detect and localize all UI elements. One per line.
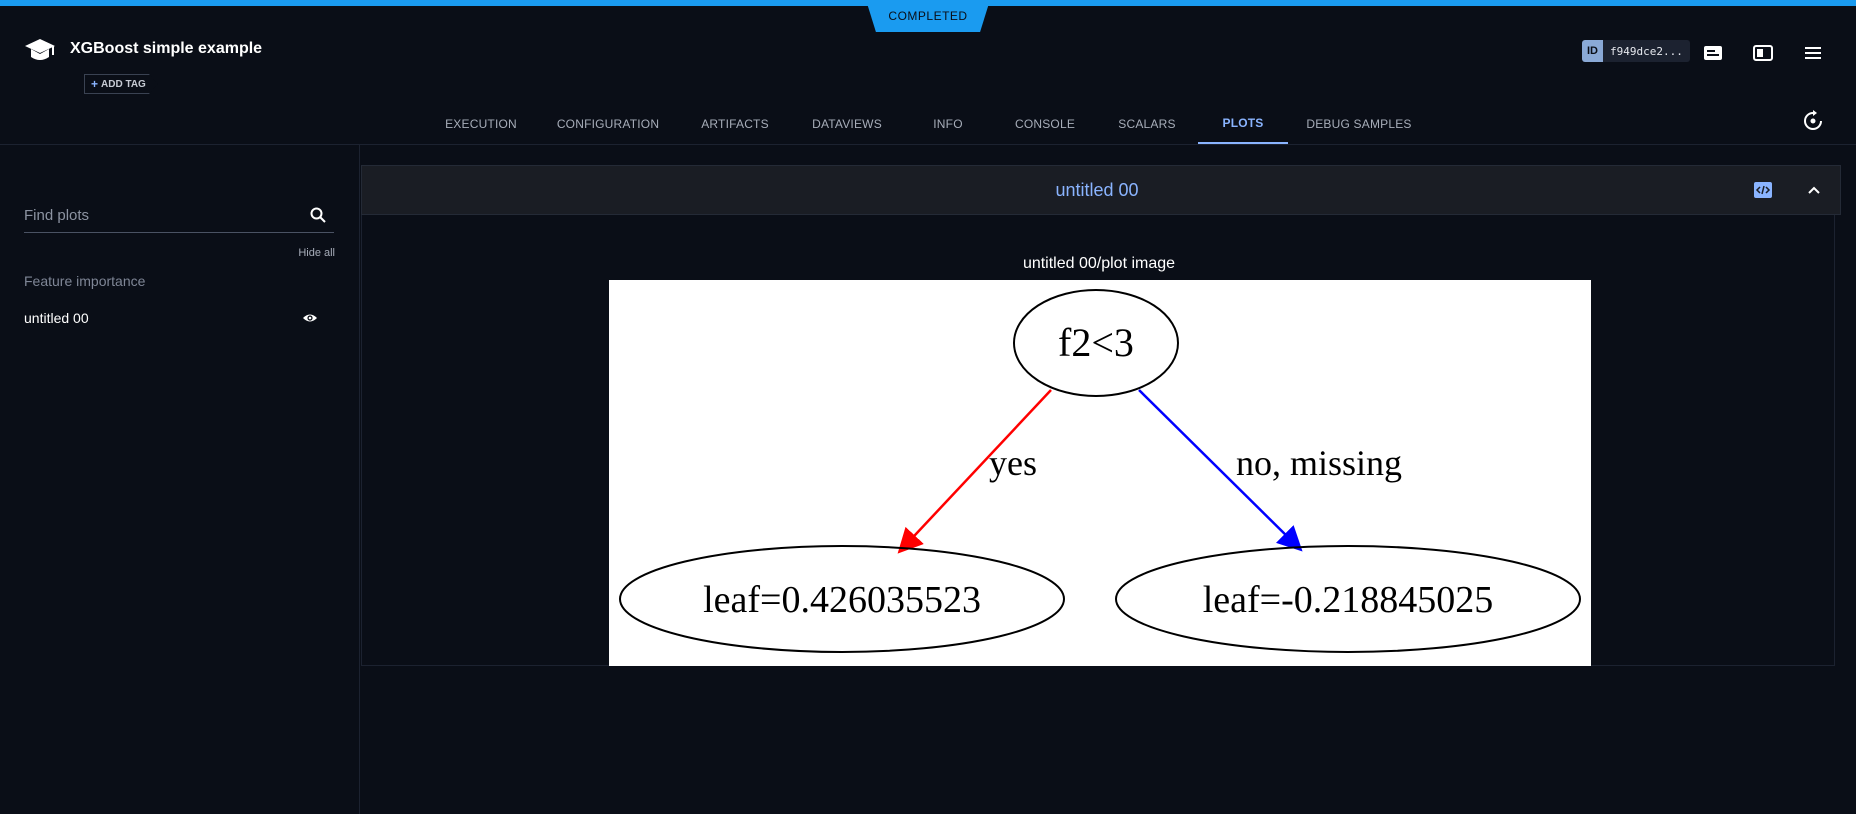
tab-bar: EXECUTION CONFIGURATION ARTIFACTS DATAVI… bbox=[0, 104, 1856, 144]
refresh-icon[interactable] bbox=[1802, 110, 1824, 132]
plot-image: f2<3 yes no, missing leaf=0.426035523 le… bbox=[609, 280, 1591, 666]
plot-panel-body: untitled 00/plot image f2<3 yes no, miss… bbox=[361, 215, 1835, 666]
right-leaf-node bbox=[1115, 545, 1581, 653]
plot-panel-header[interactable]: untitled 00 bbox=[361, 165, 1841, 215]
left-leaf-label: leaf=0.426035523 bbox=[703, 579, 981, 621]
left-leaf-node bbox=[619, 545, 1065, 653]
tab-execution[interactable]: EXECUTION bbox=[445, 117, 517, 131]
eye-icon[interactable] bbox=[302, 310, 318, 326]
search-box bbox=[24, 199, 334, 233]
panel-title: untitled 00 bbox=[1055, 180, 1139, 200]
tab-configuration[interactable]: CONFIGURATION bbox=[556, 117, 660, 131]
id-label: ID bbox=[1582, 40, 1603, 62]
menu-icon[interactable] bbox=[1802, 44, 1824, 62]
search-icon[interactable] bbox=[310, 207, 326, 223]
no-edge bbox=[1138, 389, 1303, 552]
tab-info[interactable]: INFO bbox=[933, 117, 963, 131]
yes-label: yes bbox=[989, 443, 1037, 483]
plots-sidebar: Hide all Feature importance untitled 00 bbox=[0, 145, 360, 814]
info-panel-icon[interactable] bbox=[1702, 44, 1724, 62]
plot-caption: untitled 00/plot image bbox=[1022, 255, 1176, 272]
plots-main: untitled 00 untitled 00/plot image f2<3 … bbox=[361, 145, 1856, 814]
no-label: no, missing bbox=[1236, 443, 1402, 483]
yes-edge bbox=[897, 389, 1052, 554]
task-id-chip[interactable]: ID f949dce2... bbox=[1582, 40, 1690, 62]
code-embed-icon[interactable] bbox=[1754, 182, 1772, 198]
plot-item-label: untitled 00 bbox=[24, 310, 89, 326]
chevron-up-icon[interactable] bbox=[1806, 182, 1822, 198]
tab-debug-samples[interactable]: DEBUG SAMPLES bbox=[1306, 117, 1412, 131]
search-input[interactable] bbox=[24, 199, 304, 231]
tab-console[interactable]: CONSOLE bbox=[1014, 117, 1076, 131]
root-label: f2<3 bbox=[1058, 320, 1134, 365]
tab-artifacts[interactable]: ARTIFACTS bbox=[701, 117, 769, 131]
tab-scalars[interactable]: SCALARS bbox=[1118, 117, 1176, 131]
add-tag-button[interactable]: + ADD TAG bbox=[84, 74, 158, 94]
experiment-title: XGBoost simple example bbox=[70, 40, 263, 57]
hide-all-button[interactable]: Hide all bbox=[298, 247, 335, 259]
right-leaf-label: leaf=-0.218845025 bbox=[1203, 579, 1494, 621]
header: XGBoost simple example + ADD TAG ID f949… bbox=[0, 6, 1856, 145]
group-title: Feature importance bbox=[24, 273, 146, 289]
plus-icon: + bbox=[91, 77, 99, 91]
id-value: f949dce2... bbox=[1603, 40, 1690, 62]
add-tag-label: ADD TAG bbox=[101, 78, 146, 90]
status-badge: COMPLETED bbox=[866, 0, 990, 32]
graduation-cap-icon bbox=[25, 39, 55, 60]
plot-list-item[interactable]: untitled 00 bbox=[24, 305, 324, 331]
tab-dataviews[interactable]: DATAVIEWS bbox=[812, 117, 882, 131]
layout-icon[interactable] bbox=[1752, 44, 1774, 62]
tab-plots[interactable]: PLOTS bbox=[1198, 104, 1288, 144]
root-node bbox=[1013, 289, 1179, 397]
